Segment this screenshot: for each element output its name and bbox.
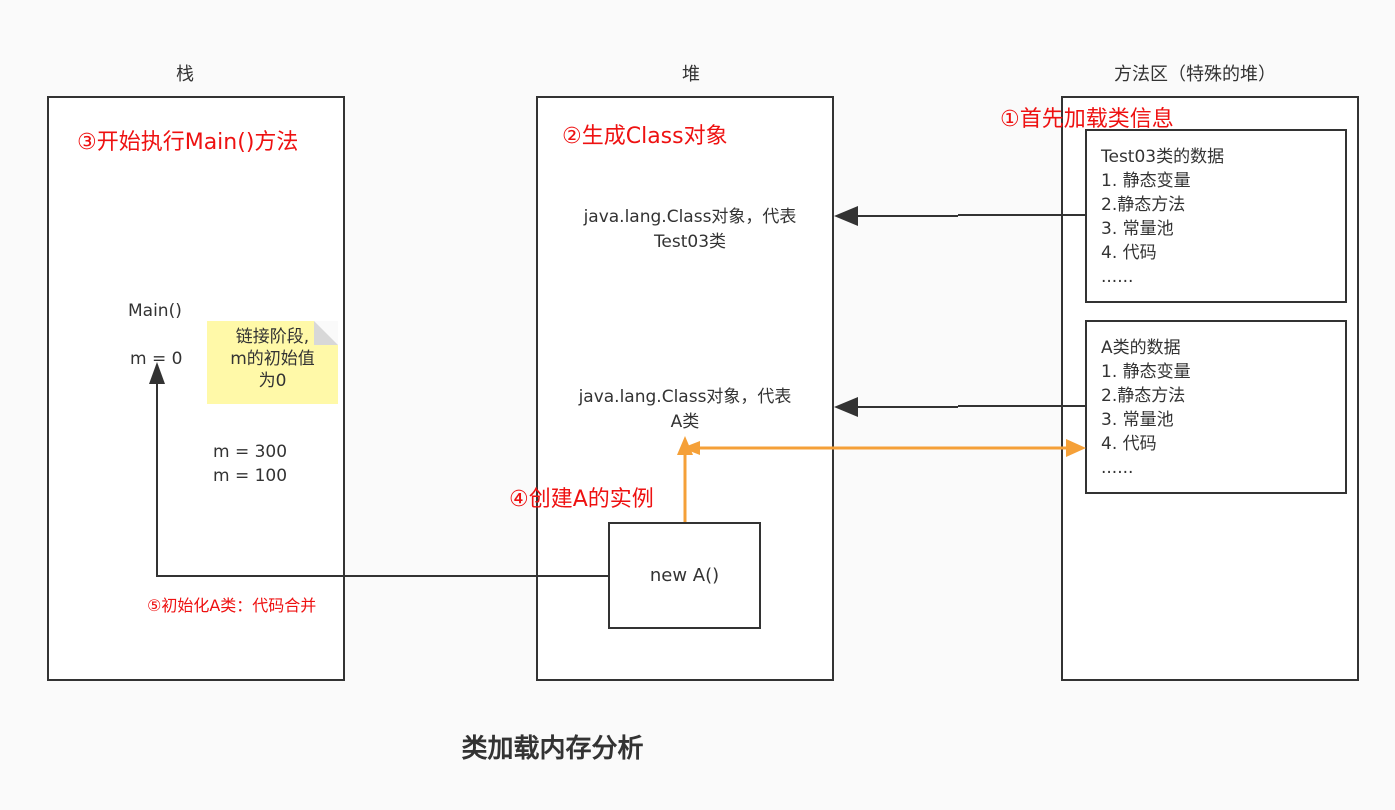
a-code: 4. 代码 [1101,434,1157,454]
class-object-test03: java.lang.Class对象，代表 Test03类 [540,202,840,252]
heap-column-label: 堆 [682,64,700,85]
class-object-a-line1: java.lang.Class对象，代表 [578,387,792,407]
a-data-title: A类的数据 [1101,338,1181,358]
test03-ellipsis: ...... [1101,267,1134,287]
step3-label: ③开始执行Main()方法 [77,130,299,155]
test03-constant-pool: 3. 常量池 [1101,219,1174,239]
arrow-test03-to-class-object [834,206,1085,226]
a-static-methods: 2.静态方法 [1101,386,1186,406]
class-object-a: java.lang.Class对象，代表 A类 [535,382,835,432]
m-initial-value: m = 0 [130,349,183,369]
linking-stage-note: 链接阶段, m的初始值 为0 [207,321,338,404]
diagram-title: 类加载内存分析 [461,734,644,764]
class-object-test03-line1: java.lang.Class对象，代表 [583,207,797,227]
test03-code: 4. 代码 [1101,243,1157,263]
note-fold-corner [314,321,338,345]
test03-static-vars: 1. 静态变量 [1101,171,1191,191]
a-constant-pool: 3. 常量池 [1101,410,1174,430]
note-line-2: m的初始值 [230,349,315,369]
step1-label: ①首先加载类信息 [1000,107,1174,132]
note-line-1: 链接阶段, [235,327,310,347]
test03-static-methods: 2.静态方法 [1101,195,1186,215]
a-static-vars: 1. 静态变量 [1101,362,1191,382]
arrow-a-data-to-class-object [834,397,1085,417]
step5-label: ⑤初始化A类：代码合并 [147,596,317,615]
m-100-value: m = 100 [213,466,288,486]
arrow-orange-bidirectional [682,439,1086,457]
arrow-new-a-to-stack [149,362,608,577]
m-300-value: m = 300 [213,442,288,462]
class-object-test03-line2: Test03类 [653,232,727,252]
test03-data-title: Test03类的数据 [1101,147,1225,167]
class-object-a-line2: A类 [670,412,700,432]
test03-class-data-box: Test03类的数据 1. 静态变量 2.静态方法 3. 常量池 4. 代码 .… [1085,129,1347,303]
a-class-data-box: A类的数据 1. 静态变量 2.静态方法 3. 常量池 4. 代码 ...... [1085,320,1347,494]
step2-label: ②生成Class对象 [562,124,728,149]
a-ellipsis: ...... [1101,458,1134,478]
method-area-column-label: 方法区（特殊的堆） [1114,64,1276,85]
note-line-3: 为0 [258,371,287,391]
stack-column-label: 栈 [176,64,194,85]
step4-label: ④创建A的实例 [509,487,654,512]
main-method-label: Main() [128,301,182,321]
new-a-instance-box: new A() [608,522,761,629]
